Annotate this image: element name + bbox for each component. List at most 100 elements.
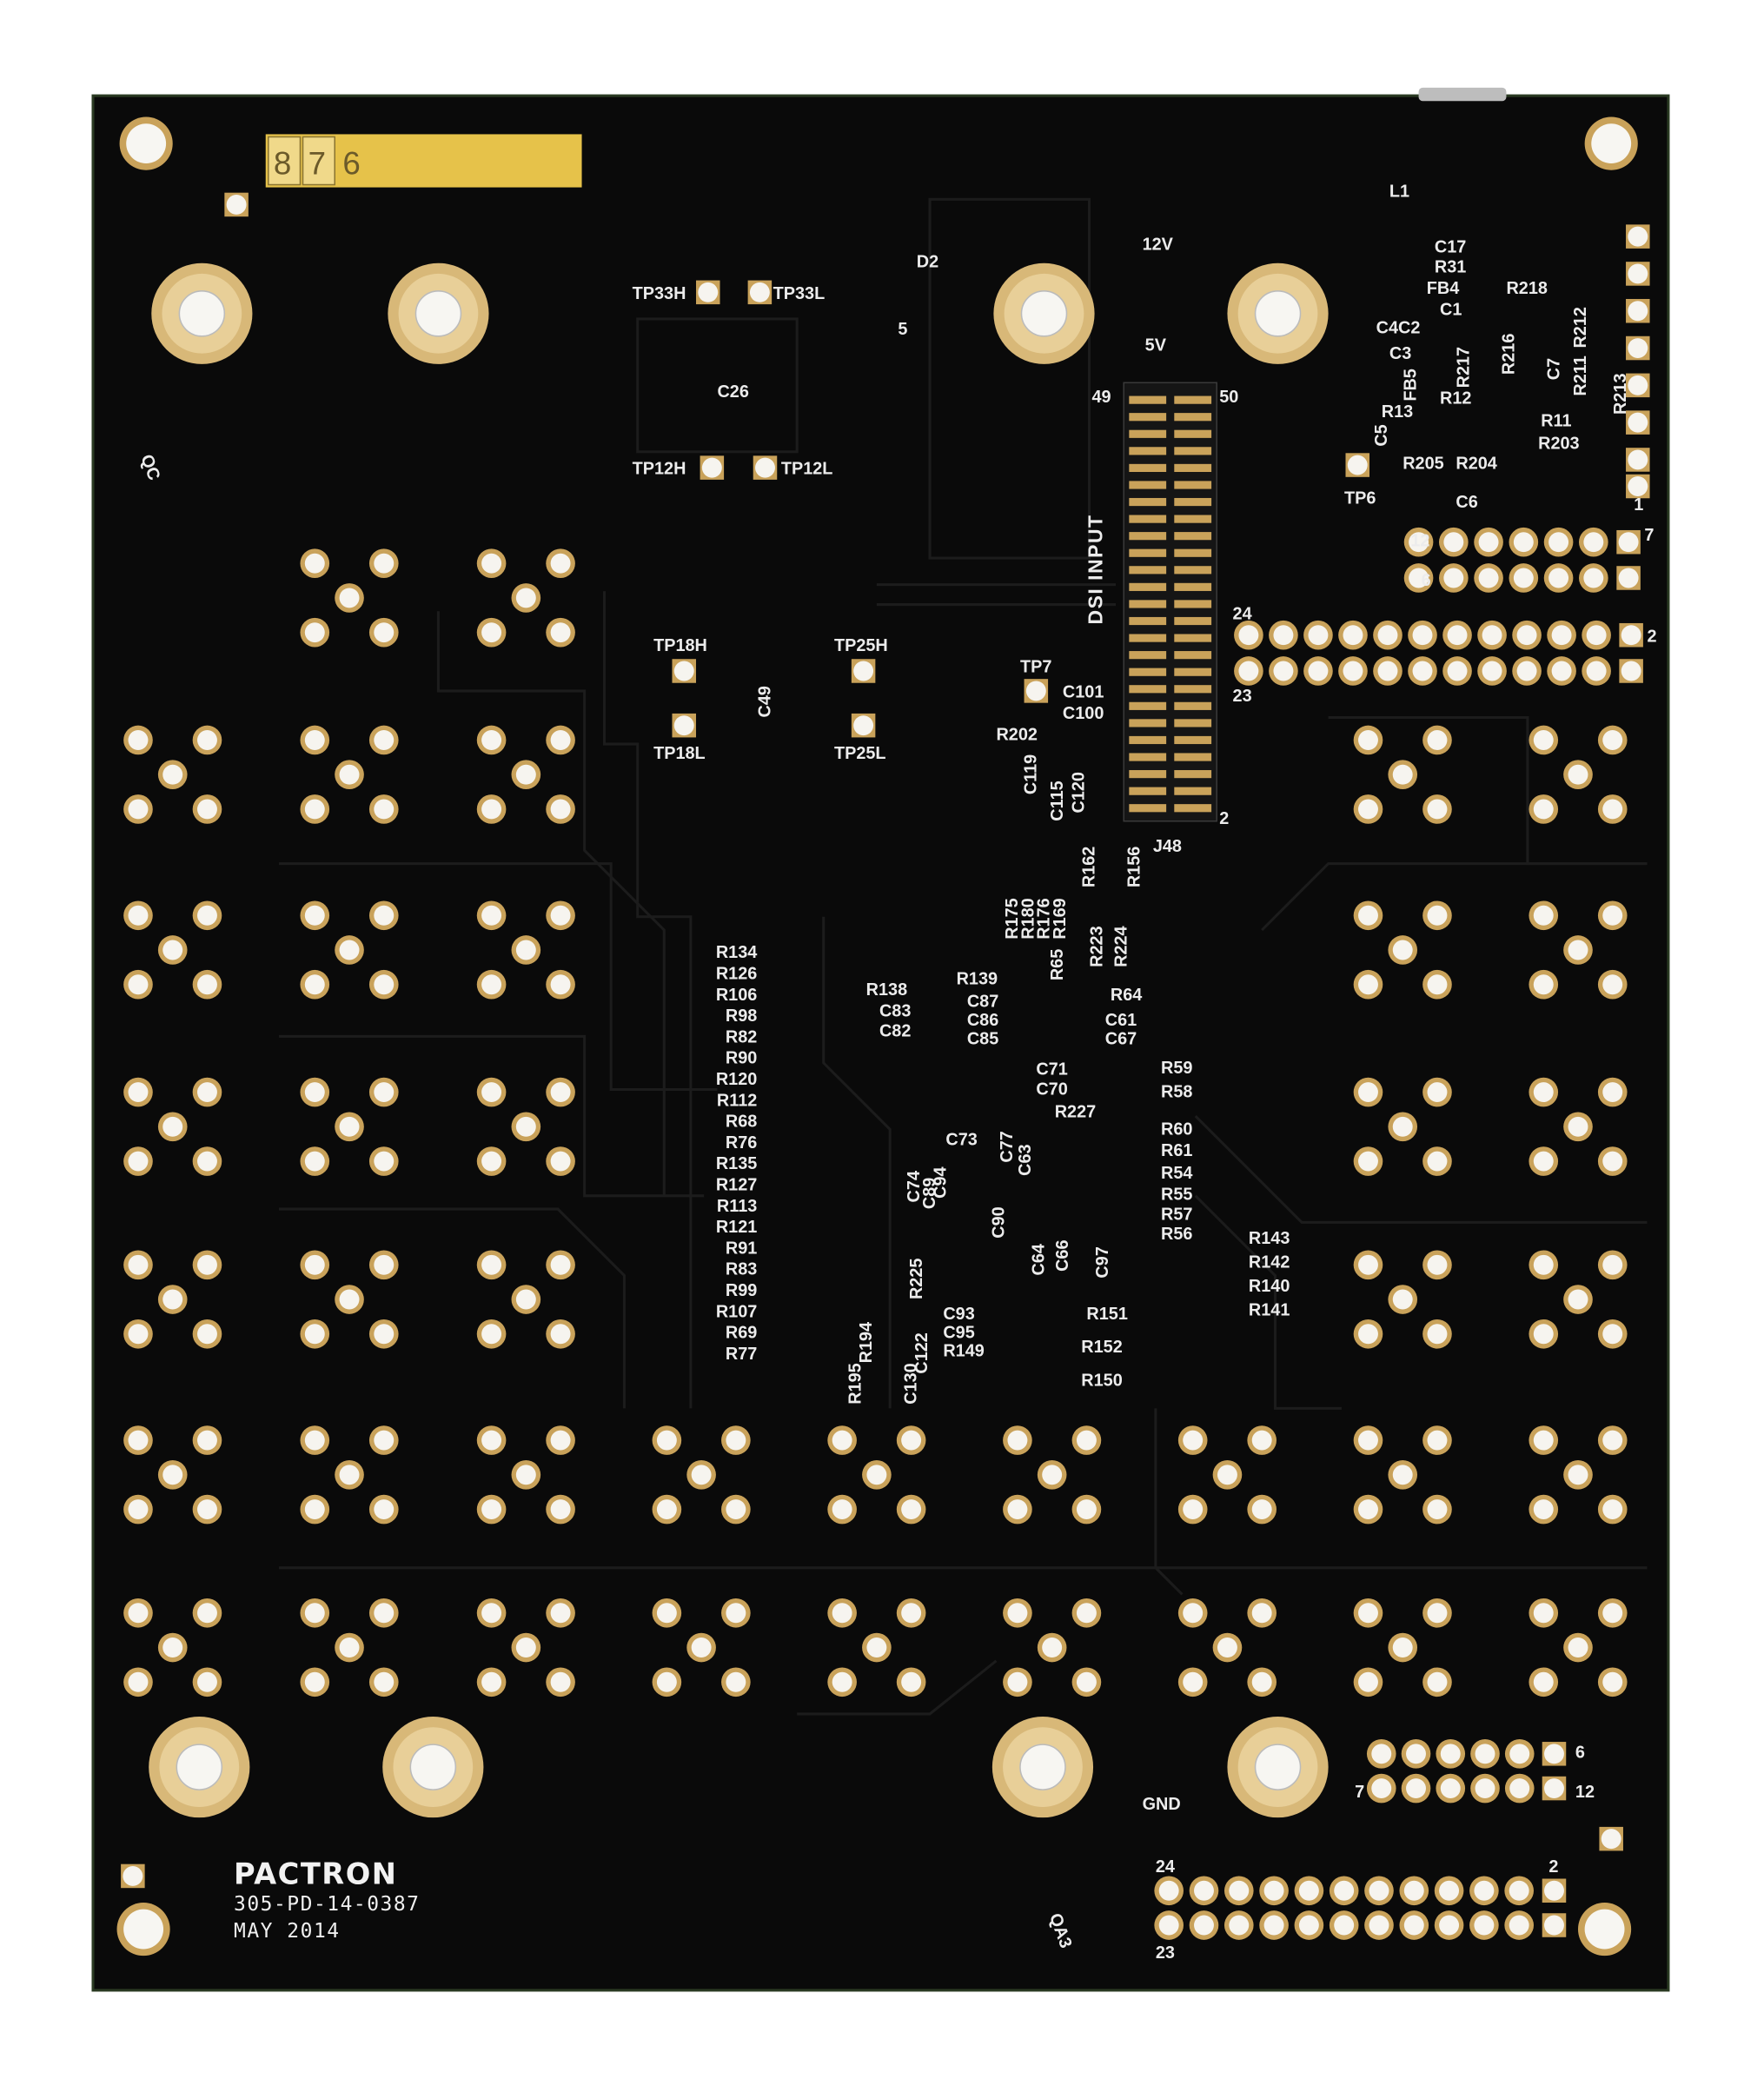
silkscreen-label: C26: [717, 382, 748, 402]
manufacturer-logo: PACTRON: [234, 1857, 397, 1891]
through-hole-pad: [476, 1146, 507, 1176]
header-pin: [1189, 1876, 1219, 1906]
silkscreen-label: R143: [1249, 1229, 1290, 1248]
connector-pin-label: 2: [1219, 809, 1229, 828]
silkscreen-label: C74: [905, 1171, 924, 1202]
silkscreen-label: TP18H: [653, 636, 707, 655]
connector-pin: [1174, 770, 1212, 779]
through-hole-pad: [300, 725, 330, 755]
silkscreen-label: R149: [943, 1342, 984, 1361]
silkscreen-label: R98: [726, 1006, 757, 1026]
through-hole-pad: [123, 1146, 153, 1176]
through-hole-pad: [1037, 1459, 1067, 1490]
through-hole-pad: [546, 1425, 575, 1455]
connector-pin: [1129, 600, 1167, 608]
through-hole-pad: [1597, 1319, 1628, 1349]
connector-pin: [1129, 463, 1167, 473]
through-hole-pad: [686, 1459, 716, 1490]
header-pin: [1474, 563, 1503, 593]
header-pin: [1224, 1876, 1254, 1906]
test-point-pad: [1345, 453, 1370, 477]
through-hole-pad: [511, 1632, 541, 1663]
silkscreen-label: C73: [945, 1131, 977, 1150]
through-hole-pad: [335, 1285, 364, 1314]
silkscreen-label: 12: [1410, 531, 1429, 550]
through-hole-pad: [368, 548, 399, 578]
silkscreen-label: R138: [866, 980, 907, 1000]
silkscreen-label: 6: [1422, 571, 1431, 590]
through-hole-pad: [300, 1250, 330, 1280]
through-hole-pad: [1353, 725, 1383, 755]
silkscreen-label: R55: [1161, 1185, 1192, 1204]
through-hole-pad: [1388, 1632, 1418, 1663]
silkscreen-label: C67: [1105, 1030, 1137, 1049]
silkscreen-label: R202: [996, 725, 1037, 744]
through-hole-pad: [476, 794, 507, 824]
through-hole-pad: [476, 1319, 507, 1349]
through-hole-pad: [368, 1146, 399, 1176]
silkscreen-label: C61: [1105, 1011, 1137, 1030]
through-hole-pad: [192, 1425, 222, 1455]
through-hole-pad: [476, 1077, 507, 1107]
through-hole-pad: [157, 1112, 188, 1142]
silkscreen-label: FB4: [1427, 279, 1460, 298]
connector-pin: [1174, 685, 1212, 694]
header-pin: [1543, 527, 1574, 557]
test-point-pad: [1599, 1826, 1623, 1851]
header-pin: [1329, 1876, 1359, 1906]
silkscreen-label: R169: [1051, 898, 1070, 939]
through-hole-pad: [368, 1077, 399, 1107]
through-hole-pad: [368, 725, 399, 755]
silkscreen-label: C3: [1389, 344, 1411, 363]
through-hole-pad: [300, 1425, 330, 1455]
header-pin: [1504, 1773, 1535, 1804]
header-pin: [1512, 620, 1542, 650]
through-hole-pad: [511, 935, 541, 965]
through-hole-pad: [721, 1425, 751, 1455]
connector-pin: [1174, 395, 1212, 404]
through-hole-pad: [896, 1598, 926, 1628]
connector-pin: [1129, 787, 1167, 795]
connector-pin: [1129, 668, 1167, 676]
test-point-pad: [1626, 335, 1650, 361]
through-hole-pad: [476, 725, 507, 755]
header-pin: [1504, 1738, 1535, 1769]
silkscreen-label: 24: [1156, 1857, 1175, 1877]
through-hole-pad: [192, 1667, 222, 1697]
connector-pin: [1129, 770, 1167, 779]
through-hole-pad: [1597, 1598, 1628, 1628]
through-hole-pad: [123, 794, 153, 824]
through-hole-pad: [192, 1146, 222, 1176]
through-hole-pad: [368, 1667, 399, 1697]
header-pin: [1619, 659, 1643, 683]
through-hole-pad: [1422, 1319, 1452, 1349]
through-hole-pad: [123, 900, 153, 931]
through-hole-pad: [1529, 969, 1559, 1000]
through-hole-pad: [1071, 1425, 1102, 1455]
through-hole-pad: [1071, 1494, 1102, 1525]
connector-pin: [1174, 429, 1212, 438]
header-pin: [1504, 1910, 1534, 1940]
header-pin: [1543, 563, 1574, 593]
header-pin: [1579, 527, 1608, 557]
header-pin: [1364, 1876, 1394, 1906]
through-hole-pad: [300, 617, 330, 648]
through-hole-pad: [1003, 1598, 1032, 1628]
through-hole-pad: [335, 760, 364, 790]
connector-pin: [1174, 735, 1212, 745]
through-hole-pad: [1353, 1077, 1383, 1107]
through-hole-pad: [300, 1077, 330, 1107]
connector-pin: [1129, 413, 1167, 422]
through-hole-pad: [1597, 1667, 1628, 1697]
through-hole-pad: [1353, 794, 1383, 824]
header-pin: [1477, 656, 1507, 686]
through-hole-pad: [1597, 1146, 1628, 1176]
header-pin: [1436, 1738, 1466, 1769]
connector-pin: [1129, 685, 1167, 694]
through-hole-pad: [476, 1667, 507, 1697]
header-pin: [1442, 620, 1472, 650]
silkscreen-label: C101: [1063, 683, 1104, 702]
through-hole-pad: [1353, 969, 1383, 1000]
test-point-pad: [1024, 679, 1049, 703]
silkscreen-label: R140: [1249, 1277, 1290, 1296]
